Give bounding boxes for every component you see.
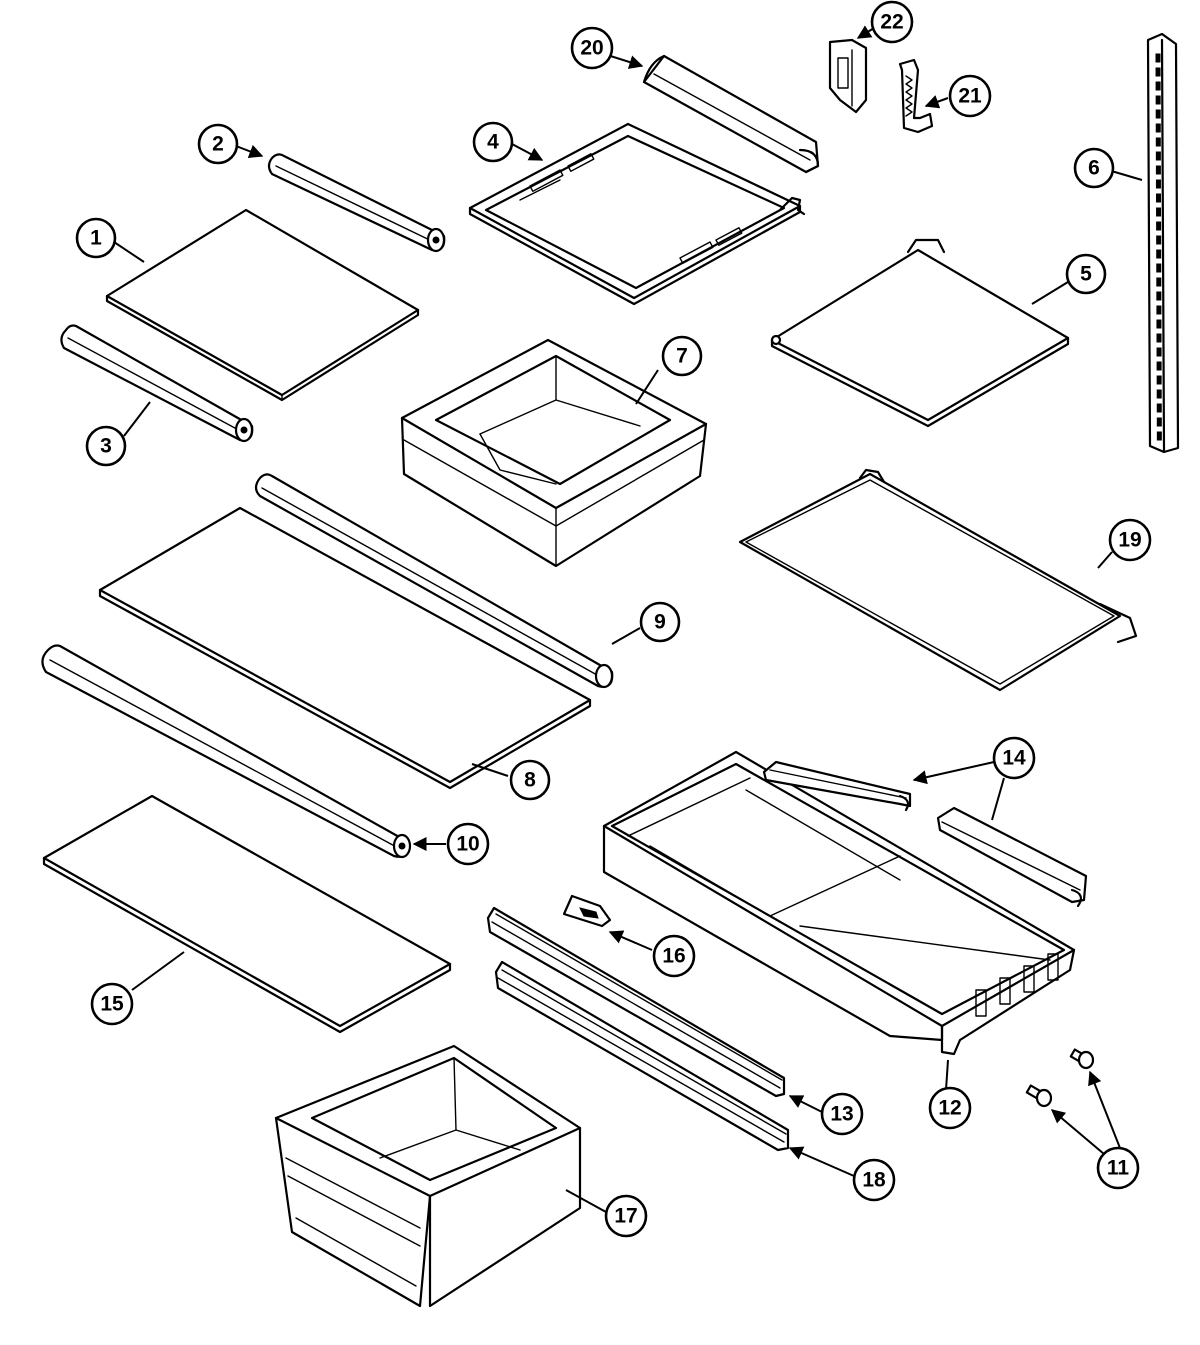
part-12-crisper-frame	[602, 750, 1076, 1056]
callout-2-label: 2	[212, 133, 224, 156]
callout-3-label: 3	[100, 435, 112, 458]
callout-4-label: 4	[487, 131, 499, 154]
callout-2: 2	[197, 123, 239, 165]
ladder-slot	[1156, 235, 1162, 245]
part-6-shelf-ladder	[1146, 32, 1180, 454]
ladder-slot	[1156, 333, 1162, 343]
callout-22-label: 22	[880, 11, 903, 34]
ladder-slot	[1156, 403, 1162, 413]
callout-1: 1	[75, 217, 117, 259]
callout-5-label: 5	[1080, 263, 1092, 286]
callout-4: 4	[472, 121, 514, 163]
part-4-shelf-frame	[468, 122, 806, 306]
callout-16-label: 16	[662, 945, 685, 968]
callout-14-label: 14	[1002, 747, 1026, 770]
callout-21-label: 21	[958, 85, 982, 108]
callout-14: 14	[992, 736, 1036, 780]
callout-9-label: 9	[654, 611, 666, 634]
ladder-slot	[1156, 417, 1162, 427]
ladder-slot	[1155, 81, 1161, 91]
ladder-slot	[1155, 151, 1161, 161]
ladder-slot	[1155, 179, 1161, 189]
callout-6-label: 6	[1088, 157, 1100, 180]
ladder-slot	[1155, 67, 1161, 77]
callout-7: 7	[661, 335, 703, 377]
callout-3: 3	[85, 425, 127, 467]
ladder-slot	[1156, 319, 1162, 329]
part-14-trim-b	[936, 806, 1088, 908]
callout-18-label: 18	[862, 1169, 886, 1192]
part-5-glass-shelf	[770, 238, 1070, 428]
callout-12-label: 12	[938, 1097, 961, 1120]
callout-20: 20	[570, 26, 614, 70]
ladder-slot	[1156, 375, 1162, 385]
callout-16: 16	[652, 934, 696, 978]
callout-1-label: 1	[90, 227, 102, 250]
part-15-glass-panel	[42, 794, 452, 1034]
callout-10: 10	[446, 822, 490, 866]
callout-11-label: 11	[1107, 1157, 1130, 1180]
ladder-slot	[1156, 361, 1162, 371]
part-1-glass-shelf	[105, 208, 420, 402]
ladder-slot	[1156, 431, 1162, 441]
ladder-slot	[1156, 347, 1162, 357]
ladder-slot	[1155, 123, 1161, 133]
callout-19-label: 19	[1118, 529, 1141, 552]
part-9-shelf-trim	[254, 473, 614, 689]
callout-13: 13	[820, 1092, 864, 1136]
callout-7-label: 7	[676, 345, 688, 368]
callout-20-label: 20	[580, 37, 603, 60]
ladder-slot	[1156, 263, 1162, 273]
ladder-slot	[1156, 277, 1162, 287]
ladder-slot	[1156, 207, 1162, 217]
callout-5: 5	[1065, 253, 1107, 295]
part-20-shelf-trim	[642, 54, 820, 174]
part-3-shelf-trim	[60, 324, 254, 443]
ladder-slot	[1156, 291, 1162, 301]
part-16-slide-guide	[562, 894, 612, 928]
callout-6: 6	[1073, 147, 1115, 189]
ladder-slot	[1155, 137, 1161, 147]
callout-10-label: 10	[456, 833, 479, 856]
ladder-slot	[1156, 305, 1162, 315]
ladder-slot	[1155, 109, 1161, 119]
part-19-wire-shelf	[738, 468, 1138, 692]
part-22-clip	[828, 38, 868, 114]
part-17-crisper-drawer	[274, 1044, 582, 1308]
part-13-slide-rail	[486, 906, 786, 1098]
ladder-slot	[1156, 389, 1162, 399]
part-18-slide-rail	[494, 960, 790, 1152]
callout-15: 15	[90, 982, 134, 1026]
callout-12: 12	[928, 1086, 972, 1130]
part-11-screw-b	[1025, 1084, 1053, 1108]
callout-21: 21	[948, 74, 992, 118]
ladder-slot	[1156, 249, 1162, 259]
ladder-slot	[1156, 221, 1162, 231]
callout-9: 9	[639, 601, 681, 643]
callout-22: 22	[870, 0, 914, 44]
part-2-shelf-trim	[267, 153, 446, 253]
part-8-glass-shelf	[98, 506, 592, 790]
ladder-slot	[1155, 165, 1161, 175]
callout-15-label: 15	[100, 993, 124, 1016]
ladder-slot	[1156, 193, 1161, 203]
part-7-drawer	[400, 338, 708, 568]
callout-17: 17	[604, 1194, 648, 1238]
part-11-screw-a	[1069, 1048, 1095, 1070]
callout-13-label: 13	[830, 1103, 853, 1126]
ladder-slot	[1155, 53, 1161, 63]
ladder-slot	[1155, 95, 1161, 105]
callout-17-label: 17	[614, 1205, 637, 1228]
callout-18: 18	[852, 1158, 896, 1202]
part-21-bracket	[898, 58, 934, 134]
callout-19: 19	[1108, 518, 1152, 562]
callout-8: 8	[509, 759, 551, 801]
part-10-shelf-trim	[41, 644, 412, 859]
callout-8-label: 8	[524, 769, 536, 792]
callout-11: 11	[1096, 1146, 1140, 1190]
part-14-trim-a	[762, 760, 912, 812]
